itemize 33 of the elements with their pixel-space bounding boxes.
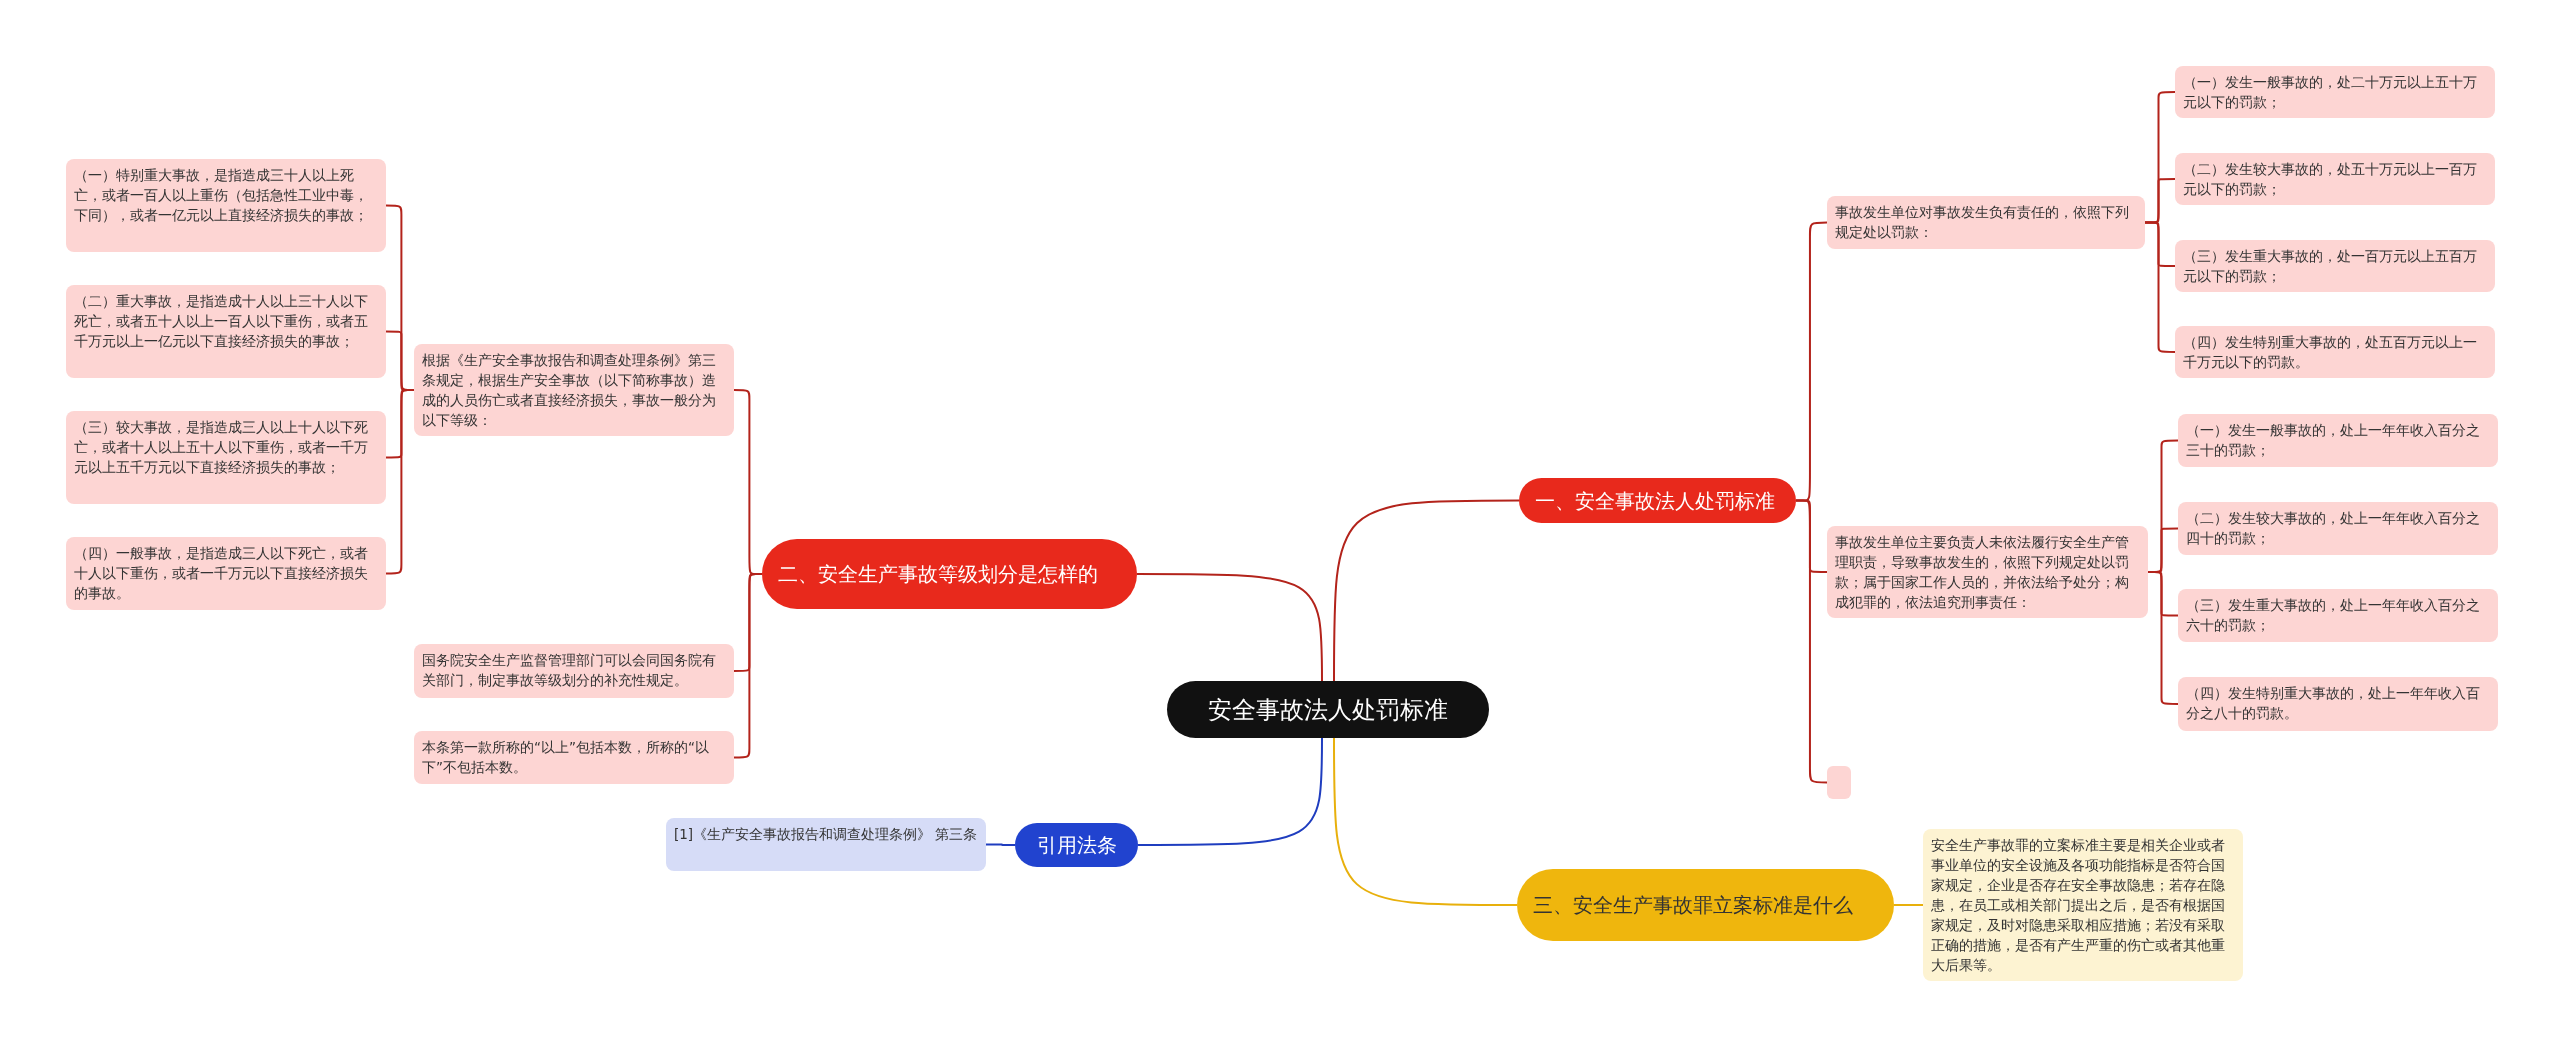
text-box: [1]《生产安全事故报告和调查处理条例》 第三条 (666, 818, 986, 871)
connector-line (2144, 221, 2176, 353)
connector-line (1333, 737, 1518, 906)
connector-line (1893, 904, 1924, 906)
text-box: 安全生产事故罪的立案标准主要是相关企业或者事业单位的安全设施及各项功能指标是否符合国家规定，企业是否存在安全事故隐患；若存在隐患，在员工或相关部门提出之后，是否有根据国家规定，及时对隐患采取相应措施；若没有采取正确的措施，是否有产生严重的伤亡或者其他重大后果等。 (1923, 829, 2243, 981)
topic-node: 一、安全事故法人处罚标准 (1519, 478, 1796, 523)
text-box: 国务院安全生产监督管理部门可以会同国务院有关部门，制定事故等级划分的补充性规定。 (414, 644, 734, 698)
text-box: （一）发生一般事故的，处二十万元以上五十万元以下的罚款； (2175, 66, 2495, 118)
text-box: 事故发生单位主要负责人未依法履行安全生产管理职责，导致事故发生的，依照下列规定处以罚款；属于国家工作人员的，并依法给予处分；构成犯罪的，依法追究刑事责任： (1827, 526, 2148, 618)
text-box: （一）特别重大事故，是指造成三十人以上死亡，或者一百人以上重伤（包括急性工业中毒，下同），或者一亿元以上直接经济损失的事故； (66, 159, 386, 252)
topic-node: 二、安全生产事故等级划分是怎样的 (762, 539, 1137, 609)
connector-line (1136, 573, 1323, 682)
connector-line (985, 843, 1016, 846)
text-box: （二）发生较大事故的，处五十万元以上一百万元以下的罚款； (2175, 153, 2495, 205)
root-node: 安全事故法人处罚标准 (1167, 681, 1489, 738)
topic-node: 引用法条 (1015, 823, 1138, 867)
text-box: （三）发生重大事故的，处一百万元以上五百万元以下的罚款； (2175, 240, 2495, 292)
text-box: （三）发生重大事故的，处上一年年收入百分之六十的罚款； (2178, 589, 2498, 642)
text-box: 本条第一款所称的“以上”包括本数，所称的“以下”不包括本数。 (414, 731, 734, 784)
text-box: （四）一般事故，是指造成三人以下死亡，或者十人以下重伤，或者一千万元以下直接经济损失的事故。 (66, 537, 386, 610)
text-box: （一）发生一般事故的，处上一年年收入百分之三十的罚款； (2178, 414, 2498, 467)
text-box: （三）较大事故，是指造成三人以上十人以下死亡，或者十人以上五十人以下重伤，或者一千万元以上五千万元以下直接经济损失的事故； (66, 411, 386, 504)
connector-line (1333, 499, 1520, 682)
connector-line (1137, 737, 1323, 846)
text-box: （四）发生特别重大事故的，处上一年年收入百分之八十的罚款。 (2178, 677, 2498, 731)
text-box: 根据《生产安全事故报告和调查处理条例》第三条规定，根据生产安全事故（以下简称事故）造成的人员伤亡或者直接经济损失，事故一般分为以下等级： (414, 344, 734, 436)
text-box: （二）重大事故，是指造成十人以上三十人以下死亡，或者五十人以上一百人以下重伤，或者五千万元以上一亿元以下直接经济损失的事故； (66, 285, 386, 378)
topic-node: 三、安全生产事故罪立案标准是什么 (1517, 869, 1894, 941)
connector-line (2147, 571, 2179, 705)
text-box: （四）发生特别重大事故的，处五百万元以上一千万元以下的罚款。 (2175, 326, 2495, 378)
empty-box (1827, 766, 1851, 799)
text-box: （二）发生较大事故的，处上一年年收入百分之四十的罚款； (2178, 502, 2498, 555)
text-box: 事故发生单位对事故发生负有责任的，依照下列规定处以罚款： (1827, 196, 2145, 249)
